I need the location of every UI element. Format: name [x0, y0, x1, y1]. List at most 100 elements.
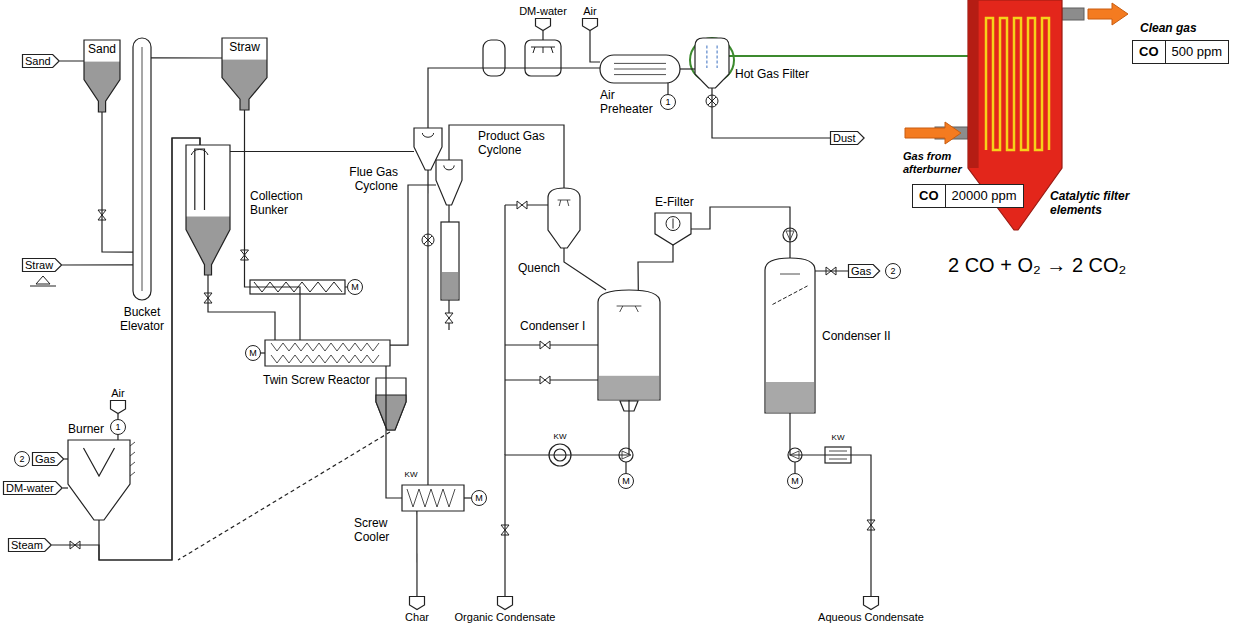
- equipment-label: Bucket Elevator: [108, 306, 176, 334]
- process-pipe: [390, 185, 436, 345]
- outline-group: [111, 401, 126, 414]
- equipment-label: Burner: [68, 423, 104, 437]
- bucket-elevator-outline: [133, 38, 151, 300]
- condenser-column-outline: [598, 290, 660, 400]
- quench-vessel-outline: [548, 188, 580, 248]
- equipment-outline: [600, 55, 680, 83]
- stream-name: Sand: [25, 55, 51, 67]
- process-pipe: [680, 68, 695, 69]
- outline-group: [536, 19, 551, 31]
- callout-number: M: [471, 490, 487, 506]
- equipment-outline: [402, 485, 464, 511]
- stream-tag: Straw: [22, 258, 62, 272]
- outline-group: [655, 213, 691, 245]
- equipment-outline: [111, 401, 126, 414]
- equipment-label: Condenser II: [822, 330, 891, 344]
- equipment-outline: [84, 40, 120, 112]
- outline-group: [765, 258, 815, 413]
- weighing-scale: [36, 276, 50, 284]
- equipment-outline: [422, 133, 433, 137]
- equipment-label: Twin Screw Reactor: [263, 374, 370, 388]
- valve-symbol: [540, 376, 550, 384]
- equipment-outline: [23, 259, 62, 272]
- stream-tag: Air: [110, 400, 126, 414]
- equipment-outline: [655, 213, 691, 245]
- equipment-outline: [195, 149, 205, 210]
- callout-number: 2: [885, 263, 901, 279]
- equipment-outline: [558, 200, 571, 206]
- weighing-scale: [30, 286, 56, 287]
- equipment-outline: [536, 19, 551, 31]
- water-tanks: [483, 40, 561, 76]
- process-pipe: [729, 55, 968, 57]
- process-pipe: [386, 366, 402, 498]
- equipment-outline: [23, 55, 60, 68]
- process-pipe: [590, 31, 600, 62]
- pipe-lines: [505, 344, 598, 345]
- annotation: 2 CO + O₂ → 2 CO₂: [948, 254, 1126, 277]
- process-pipe: [449, 125, 564, 188]
- process-pipe: [151, 57, 222, 58]
- process-pipe: [416, 511, 417, 596]
- outline-group: [548, 188, 580, 248]
- callout-number: M: [347, 279, 363, 295]
- pipe-lines: [464, 497, 471, 498]
- equipment-label: Air Preheater: [600, 89, 658, 117]
- condenser-column: Condenser II: [765, 258, 815, 413]
- air-preheater: Air Preheater: [600, 55, 680, 83]
- cyclone-separator: Product Gas Cyclone: [436, 160, 462, 205]
- condenser-column: Condenser I: [598, 290, 660, 400]
- concentration-table: CO20000 ppm: [912, 184, 1024, 208]
- feed-hopper: Sand: [84, 40, 120, 112]
- stream-name: Char: [405, 611, 429, 623]
- equipment-outline: [265, 340, 390, 366]
- equipment-outline: [142, 47, 143, 291]
- char-column: [442, 272, 458, 299]
- equipment-outline: [68, 440, 130, 520]
- process-pipe: [505, 400, 629, 596]
- collection-bunker: Collection Bunker: [186, 145, 230, 275]
- equipment-outline: [186, 145, 230, 275]
- equipment-outline: [583, 19, 598, 31]
- stream-tag: Steam: [8, 538, 52, 552]
- burner-vessel-outline: [68, 440, 130, 520]
- sand-hopper-outlet: [376, 395, 406, 430]
- table-cell: 20000 ppm: [945, 185, 1023, 207]
- pipe-lines: [505, 379, 598, 380]
- equipment-outline: [84, 448, 115, 476]
- equipment-outline: [271, 343, 379, 351]
- equipment-outline: [33, 453, 64, 466]
- char-column: [441, 222, 459, 300]
- outline-group: [68, 440, 135, 520]
- equipment-outline: [84, 40, 120, 112]
- pipe-lines: [448, 205, 449, 222]
- equipment-outline: [191, 149, 208, 155]
- equipment-outline: [186, 145, 230, 275]
- outline-group: [864, 597, 879, 610]
- cooling-water-label: KW: [553, 432, 568, 441]
- equipment-outline: [271, 355, 379, 363]
- process-pipe: [712, 88, 830, 138]
- cyclone-separator-outline: [436, 160, 462, 205]
- equipment-outline: [548, 188, 580, 248]
- process-pipe: [815, 270, 848, 271]
- equipment-outline: [695, 38, 729, 88]
- equipment-label: Flue Gas Cyclone: [340, 166, 398, 194]
- outline-group: [84, 40, 120, 112]
- stream-name: Gas: [851, 265, 871, 277]
- outline-group: [695, 38, 729, 88]
- equipment-label: Hot Gas Filter: [735, 68, 809, 82]
- equipment-outline: [133, 38, 151, 300]
- stream-name: Aqueous Condensate: [818, 611, 924, 623]
- stream-name: DM-water: [6, 482, 54, 494]
- outline-group: [186, 145, 230, 275]
- water-tanks: [525, 40, 561, 76]
- stream-name: Straw: [25, 259, 53, 271]
- stream-tag: DM-water: [535, 18, 551, 31]
- stream-tag-outline: [863, 596, 879, 610]
- annotation: Gas from afterburner: [903, 150, 967, 175]
- outline-group: [9, 539, 52, 552]
- pipe-lines: [625, 462, 626, 473]
- callout-number: 2: [14, 451, 30, 467]
- twin-screw-reactor: Twin Screw Reactor: [265, 340, 390, 366]
